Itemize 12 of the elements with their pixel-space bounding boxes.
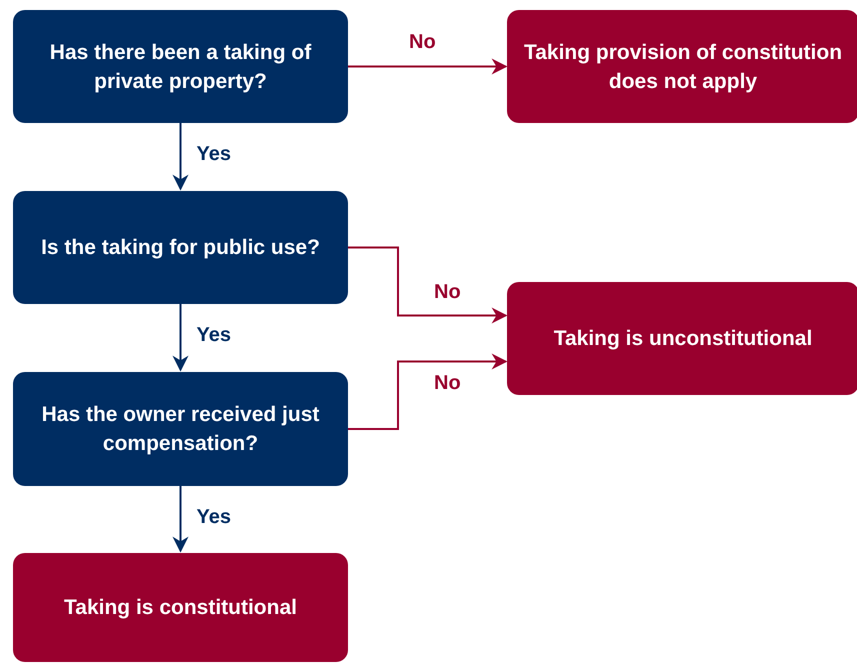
outcome-box: Taking is unconstitutional — [507, 282, 857, 395]
arrow — [172, 486, 188, 553]
arrow — [172, 304, 188, 372]
outcome-box: Taking is constitutional — [13, 553, 348, 662]
outcome-box: Taking provision of constitution does not apply — [507, 10, 857, 123]
question-box: Is the taking for public use? — [13, 191, 348, 304]
arrow — [348, 354, 508, 430]
arrow — [172, 123, 188, 191]
arrow — [348, 246, 508, 324]
arrow — [348, 58, 508, 74]
question-box: Has the owner received just compensation? — [13, 372, 348, 486]
question-box: Has there been a taking of private property? — [13, 10, 348, 123]
